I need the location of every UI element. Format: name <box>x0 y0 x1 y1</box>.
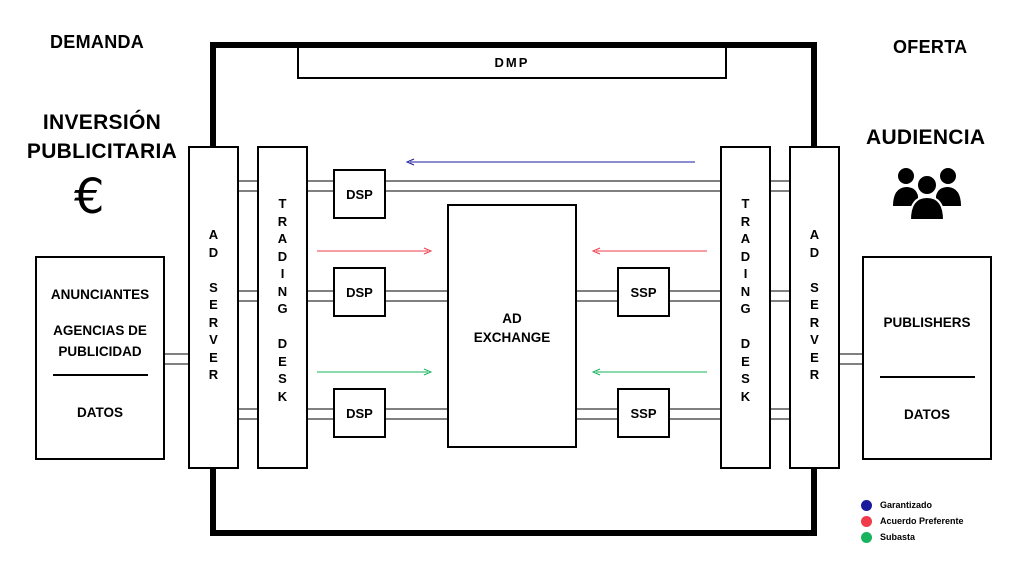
legend-label: Acuerdo Preferente <box>880 516 964 526</box>
separator-line <box>53 374 148 376</box>
legend-item-guaranteed: Garantizado <box>861 498 932 512</box>
right-data-label: DATOS <box>903 407 950 422</box>
ad-exchange-box: AD EXCHANGE <box>447 204 577 448</box>
ssp-box-middle: SSP <box>617 267 670 317</box>
ad-exchange-line2: EXCHANGE <box>473 330 551 345</box>
legend-item-auction: Subasta <box>861 530 915 544</box>
publishers-box: PUBLISHERS DATOS <box>862 256 992 460</box>
investment-heading-line1: INVERSIÓN <box>42 111 162 134</box>
dsp-box-middle: DSP <box>333 267 386 317</box>
investment-heading: INVERSIÓN PUBLICITARIA <box>22 108 182 166</box>
advertisers-label: ANUNCIANTES <box>50 287 150 302</box>
dsp-label: DSP <box>346 284 373 300</box>
ad-exchange-line1: AD <box>502 311 522 326</box>
agencies-label-line1: AGENCIAS DE <box>53 323 147 338</box>
legend-dot <box>861 515 872 527</box>
advertisers-box: ANUNCIANTES AGENCIAS DE PUBLICIDAD DATOS <box>35 256 165 460</box>
demand-heading: DEMANDA <box>50 32 145 52</box>
legend-dot <box>861 531 872 543</box>
left-data-label: DATOS <box>76 405 123 420</box>
dsp-label: DSP <box>346 405 373 421</box>
dmp-label: DMP <box>494 55 530 70</box>
dsp-box-bottom: DSP <box>333 388 386 438</box>
ssp-label: SSP <box>630 405 657 421</box>
dmp-bar: DMP <box>297 46 727 79</box>
audience-heading: AUDIENCIA <box>866 126 986 149</box>
publishers-label: PUBLISHERS <box>883 315 971 330</box>
legend-item-preferred-deal: Acuerdo Preferente <box>861 514 964 528</box>
legend-dot <box>861 499 872 511</box>
dsp-box-top: DSP <box>333 169 386 219</box>
legend-label: Garantizado <box>880 500 933 510</box>
investment-heading-line2: PUBLICITARIA <box>26 140 178 163</box>
legend-label: Subasta <box>880 532 916 542</box>
separator-line <box>880 376 975 378</box>
dsp-label: DSP <box>346 186 373 202</box>
ssp-box-bottom: SSP <box>617 388 670 438</box>
ssp-label: SSP <box>630 284 657 300</box>
people-group-icon <box>892 166 962 221</box>
agencies-label-line2: PUBLICIDAD <box>58 344 142 359</box>
euro-sign-icon: € <box>74 169 105 225</box>
offer-heading: OFERTA <box>893 37 968 57</box>
